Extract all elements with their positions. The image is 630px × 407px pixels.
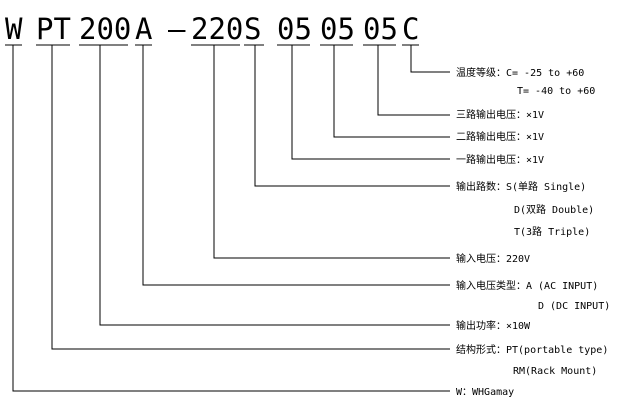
label-input-voltage: 输入电压：220V (456, 252, 530, 265)
field-labels: 温度等级：C= -25 to +60 T= -40 to +60 三路输出电压：… (456, 66, 610, 398)
label-out2: 二路输出电压：×1V (456, 130, 544, 143)
leader-out3 (377, 45, 450, 116)
code-token-structure: PT (36, 12, 71, 46)
label-temp-grade-t: T= -40 to +60 (517, 86, 595, 97)
code-token-dash: – (168, 12, 186, 46)
leader-brand (12, 45, 450, 392)
leader-input-type (142, 45, 450, 286)
leader-input-volt (213, 45, 450, 259)
label-out-channels-t: T(3路 Triple) (514, 225, 590, 238)
code-token-out2: 05 (320, 12, 355, 46)
leader-out2 (333, 45, 450, 138)
label-temp-grade: 温度等级：C= -25 to +60 (456, 66, 584, 79)
code-token-out1: 05 (277, 12, 312, 46)
leader-channels (254, 45, 450, 187)
code-token-input-volt: 220 (191, 12, 243, 46)
leader-structure (51, 45, 450, 350)
leader-power (99, 45, 450, 326)
code-token-out3: 05 (363, 12, 398, 46)
label-output-power: 输出功率：×10W (456, 319, 531, 332)
label-structure: 结构形式：PT(portable type) (456, 343, 608, 356)
code-token-brand: W (5, 12, 23, 46)
leader-out1 (291, 45, 450, 160)
label-out-channels-d: D(双路 Double) (514, 203, 594, 216)
label-out-channels: 输出路数：S(单路 Single) (456, 180, 586, 193)
code-token-input-type: A (135, 12, 152, 46)
model-code: W PT 200 A – 220 S 05 05 05 C (5, 12, 419, 46)
leader-lines (12, 45, 450, 392)
label-out3: 三路输出电压：×1V (456, 108, 544, 121)
label-structure-rm: RM(Rack Mount) (513, 366, 597, 377)
code-token-power: 200 (79, 12, 131, 46)
leader-temp (410, 45, 450, 73)
label-out1: 一路输出电压：×1V (456, 153, 544, 166)
label-brand: W：WHGamay (456, 387, 514, 398)
label-input-type-d: D (DC INPUT) (538, 301, 610, 312)
label-input-type: 输入电压类型：A (AC INPUT) (456, 279, 598, 292)
code-token-temp: C (402, 12, 419, 46)
code-token-channels: S (244, 12, 261, 46)
